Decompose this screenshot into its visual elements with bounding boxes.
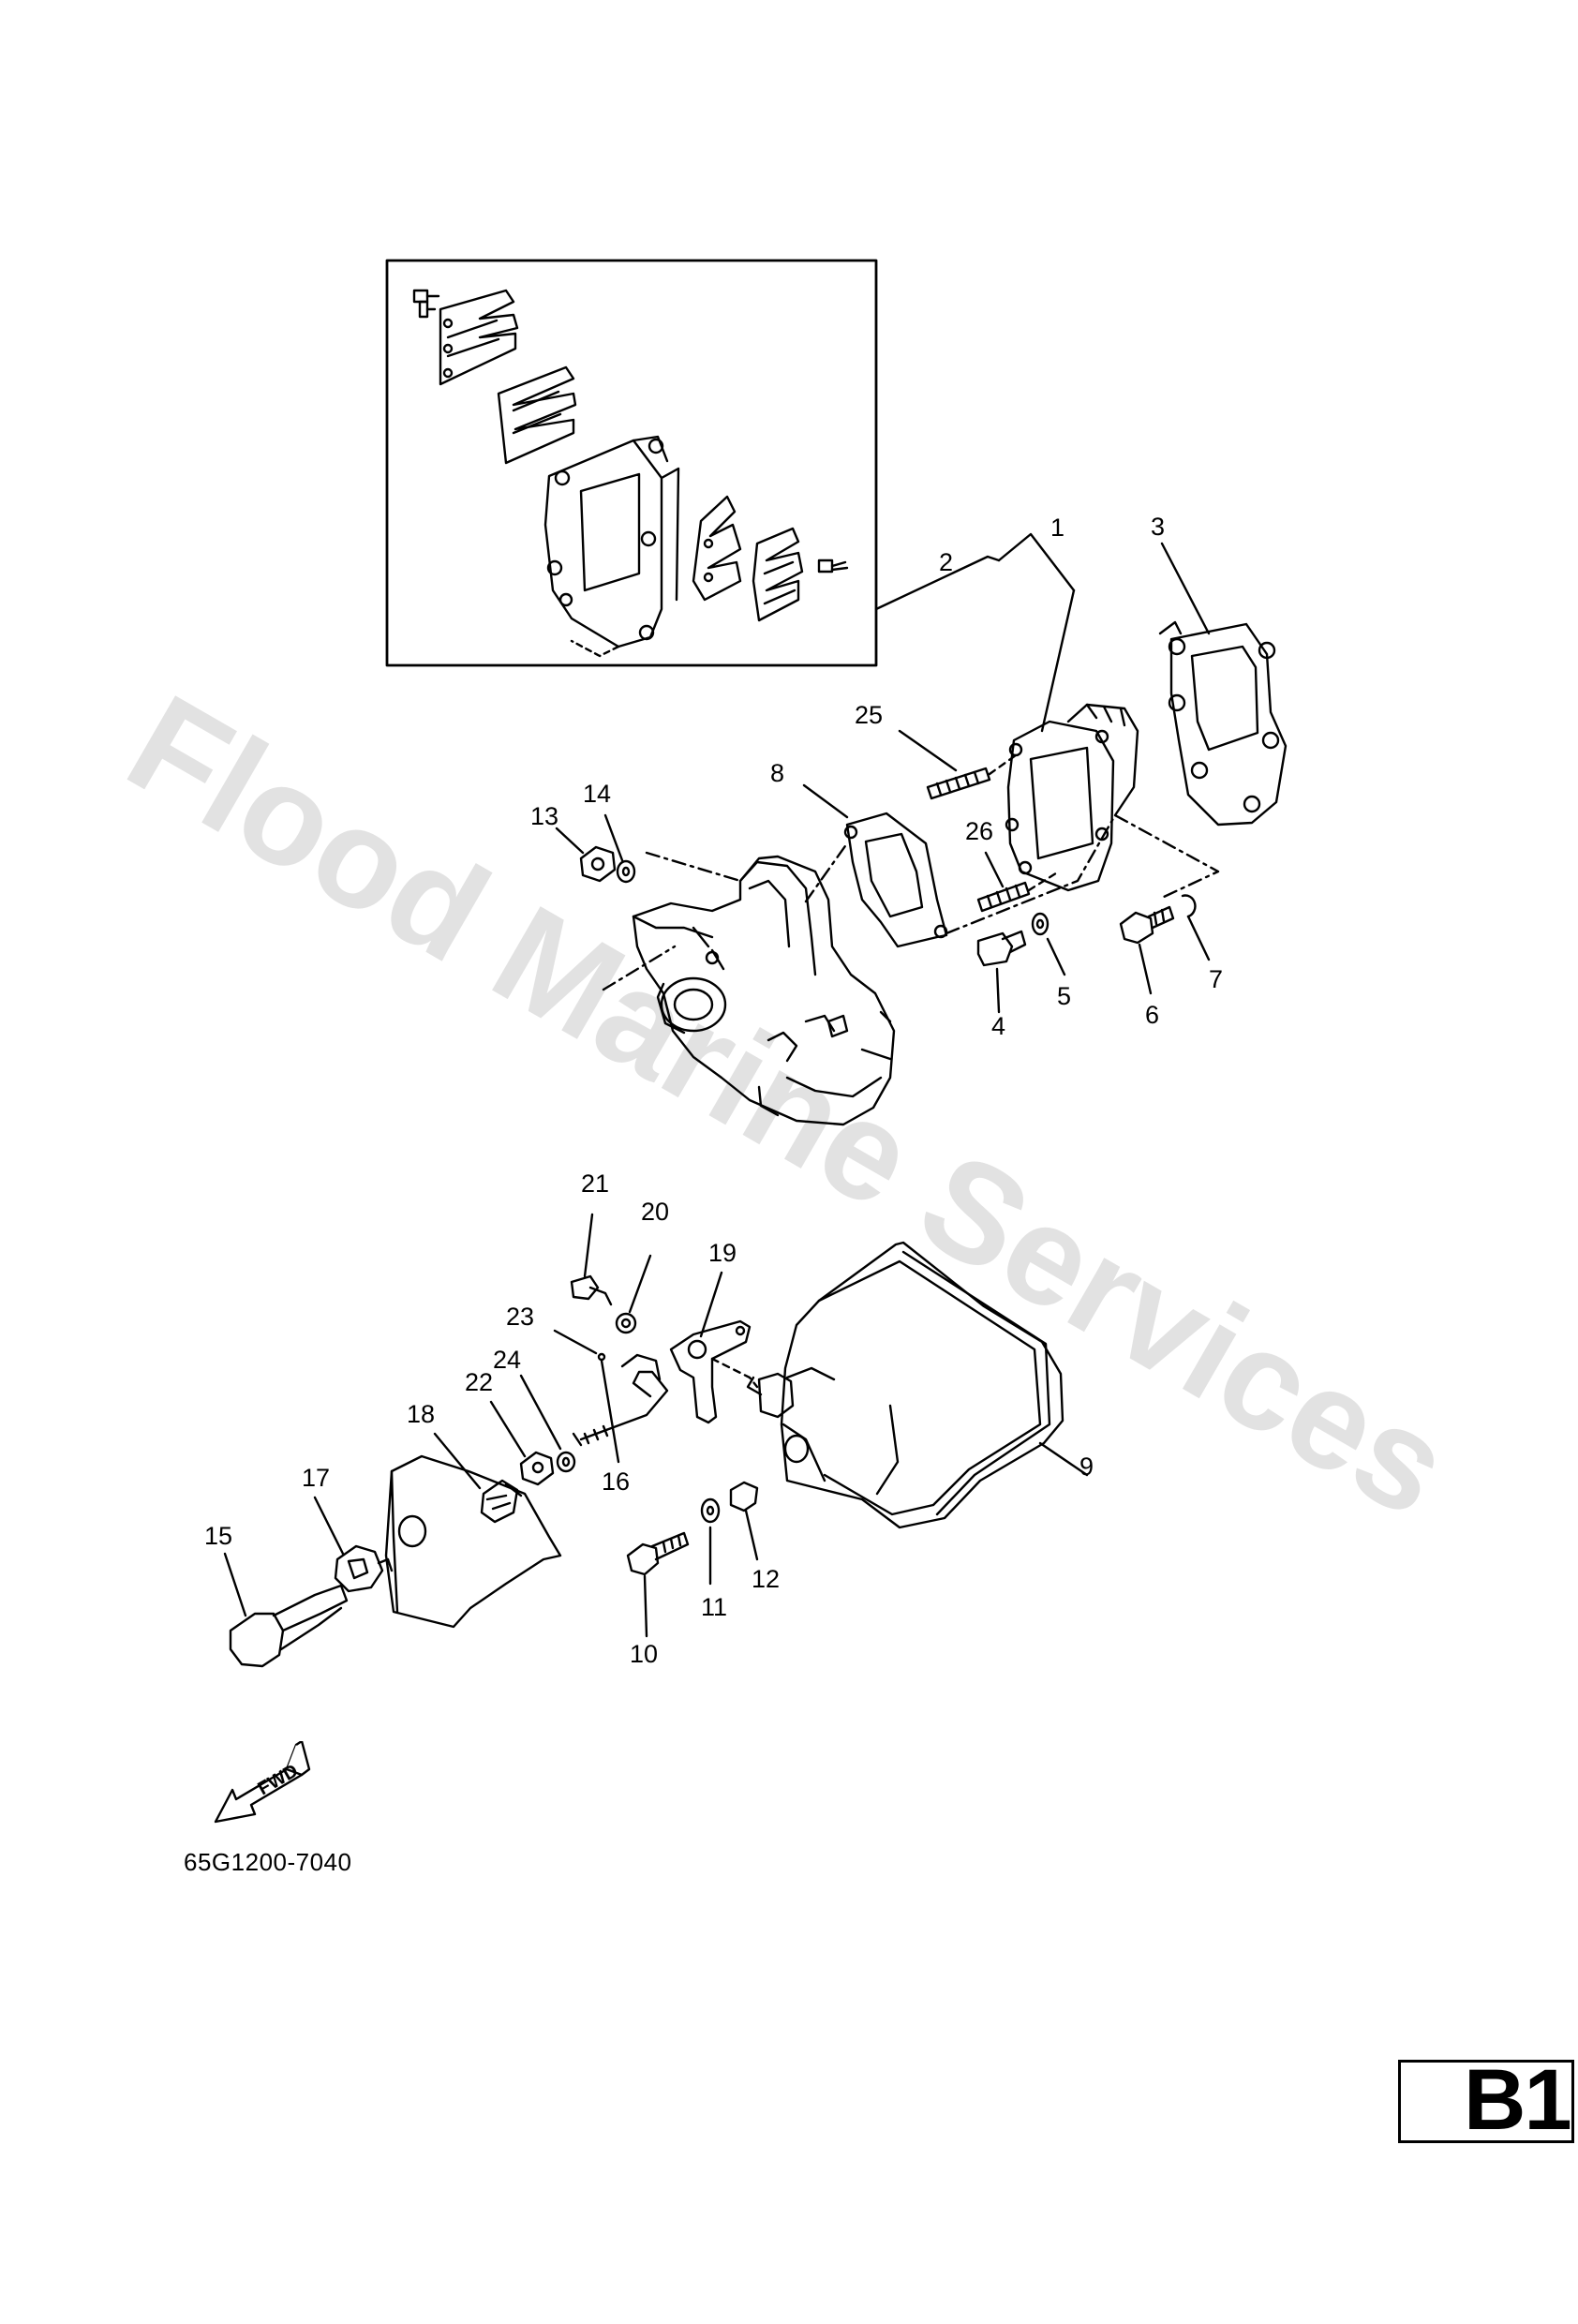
callout-18: 18 — [407, 1400, 436, 1428]
part-21-screw — [570, 1274, 613, 1306]
callout-16: 16 — [602, 1467, 631, 1496]
leader-2 — [874, 555, 1001, 611]
callout-12: 12 — [752, 1565, 781, 1593]
bottom-cowling-panel — [384, 1454, 562, 1629]
leader-13 — [555, 827, 585, 855]
callout-3: 3 — [1151, 513, 1166, 541]
part-25-stud — [926, 767, 991, 800]
part-20-washer — [615, 1312, 637, 1334]
part-1-reed-valve-assembly — [1005, 703, 1139, 892]
leader-17 — [313, 1496, 345, 1556]
callout-19: 19 — [708, 1239, 737, 1267]
leader-22 — [489, 1400, 527, 1458]
part-10-bolt — [626, 1531, 690, 1576]
part-6-bolt — [1119, 905, 1175, 945]
leader-1a — [997, 532, 1076, 592]
leader-9 — [1038, 1441, 1089, 1477]
part-23-pin — [597, 1352, 606, 1362]
inset-reed-valve-body — [543, 435, 680, 658]
callout-23: 23 — [506, 1303, 535, 1331]
inset-reed-petals — [497, 365, 577, 465]
leader-6 — [1138, 943, 1153, 995]
leader-21 — [583, 1213, 594, 1278]
leader-23 — [553, 1329, 598, 1355]
leader-19 — [699, 1271, 723, 1338]
part-18-knob-base — [480, 1479, 523, 1524]
fwd-label: FWD — [255, 1761, 302, 1800]
leader-25 — [898, 729, 958, 772]
part-3-gasket — [1158, 620, 1288, 827]
callout-13: 13 — [530, 802, 559, 830]
part-11-washer — [700, 1497, 721, 1524]
part-9-silencer-cover — [746, 1241, 1064, 1529]
leader-18 — [433, 1432, 482, 1490]
leader-24 — [519, 1374, 562, 1451]
part-5-washer — [1031, 912, 1050, 936]
callout-22: 22 — [465, 1368, 494, 1396]
leader-16 — [600, 1359, 620, 1464]
page-tag-box — [1398, 2060, 1574, 2143]
part-8-gasket — [843, 812, 948, 948]
leader-10 — [643, 1574, 648, 1638]
leader-15 — [223, 1552, 247, 1617]
part-16-link-rod — [572, 1353, 669, 1447]
callout-24: 24 — [493, 1346, 522, 1374]
callout-14: 14 — [583, 780, 612, 808]
callout-6: 6 — [1145, 1001, 1160, 1029]
part-15-choke-knob — [229, 1584, 349, 1668]
callout-25: 25 — [855, 701, 884, 729]
callout-8: 8 — [770, 759, 785, 787]
leader-1b — [1040, 588, 1076, 733]
reed-valve-inset-box — [385, 259, 878, 667]
callout-10: 10 — [630, 1640, 659, 1668]
inset-screw-right — [817, 559, 849, 574]
drawing-number: 65G1200-7040 — [184, 1848, 352, 1876]
callout-1: 1 — [1050, 514, 1065, 542]
part-7-clip — [1181, 894, 1197, 918]
leader-8 — [802, 783, 849, 819]
callout-5: 5 — [1057, 982, 1072, 1010]
callout-4: 4 — [991, 1012, 1006, 1040]
part-19-throttle-lever — [669, 1319, 752, 1424]
leader-4 — [995, 967, 1001, 1014]
part-13-nut — [579, 845, 617, 883]
leader-5 — [1046, 937, 1066, 976]
inset-screw-top — [412, 289, 440, 319]
callout-20: 20 — [641, 1198, 670, 1226]
leader-7 — [1186, 915, 1211, 961]
fwd-arrow-icon: FWD — [214, 1741, 311, 1824]
part-24-washer — [556, 1451, 576, 1473]
leader-26 — [984, 851, 1005, 888]
callout-2: 2 — [939, 548, 954, 576]
part-14-washer — [616, 859, 636, 884]
callout-21: 21 — [581, 1169, 610, 1198]
part-26-stud — [976, 881, 1031, 913]
part-4-bolt — [976, 930, 1027, 967]
callout-7: 7 — [1209, 965, 1224, 993]
leader-3 — [1160, 542, 1211, 635]
callout-9: 9 — [1079, 1452, 1094, 1481]
callout-17: 17 — [302, 1464, 331, 1492]
leader-14 — [603, 813, 624, 862]
callout-15: 15 — [204, 1522, 233, 1550]
leader-12 — [744, 1509, 759, 1561]
callout-11: 11 — [701, 1593, 728, 1621]
part-12-nut — [729, 1481, 759, 1512]
inset-reed-stopper-right — [752, 527, 804, 622]
carburetor-body — [632, 855, 896, 1126]
page-tag: B1 — [1464, 2052, 1572, 2148]
inset-reed-gasket — [692, 495, 742, 602]
callout-26: 26 — [965, 817, 994, 845]
part-22-nut — [519, 1451, 555, 1486]
part-17-grommet — [334, 1544, 394, 1593]
leader-20 — [628, 1254, 652, 1314]
inset-stopper-plate — [439, 289, 519, 386]
